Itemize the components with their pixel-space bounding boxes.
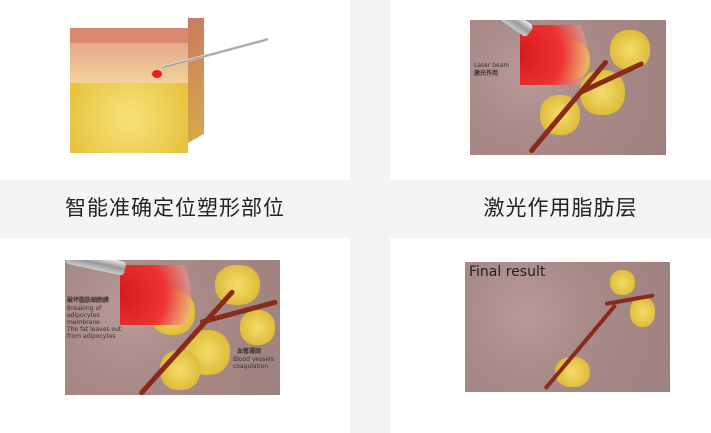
panel-skin-targeting: 智能准确定位塑形部位 xyxy=(0,0,350,220)
panel-caption: 智能准确定位塑形部位 xyxy=(65,196,285,220)
fat-breakdown-illustration: 破坏脂肪细胞膜 Breaking of adipocytes membrane … xyxy=(65,260,280,395)
final-result-title: Final result xyxy=(469,264,546,280)
skin-cube-illustration xyxy=(70,18,270,158)
panel-final-result: Final result xyxy=(390,238,711,433)
final-result-illustration: Final result xyxy=(465,262,670,392)
panel-fat-breakdown: 破坏脂肪细胞膜 Breaking of adipocytes membrane … xyxy=(0,238,350,433)
panel-caption: 激光作用脂肪层 xyxy=(483,196,638,220)
laser-fat-illustration: Laser beam 激光作用 xyxy=(470,20,666,155)
panel-laser-fat: Laser beam 激光作用 激光作用脂肪层 xyxy=(390,0,711,220)
